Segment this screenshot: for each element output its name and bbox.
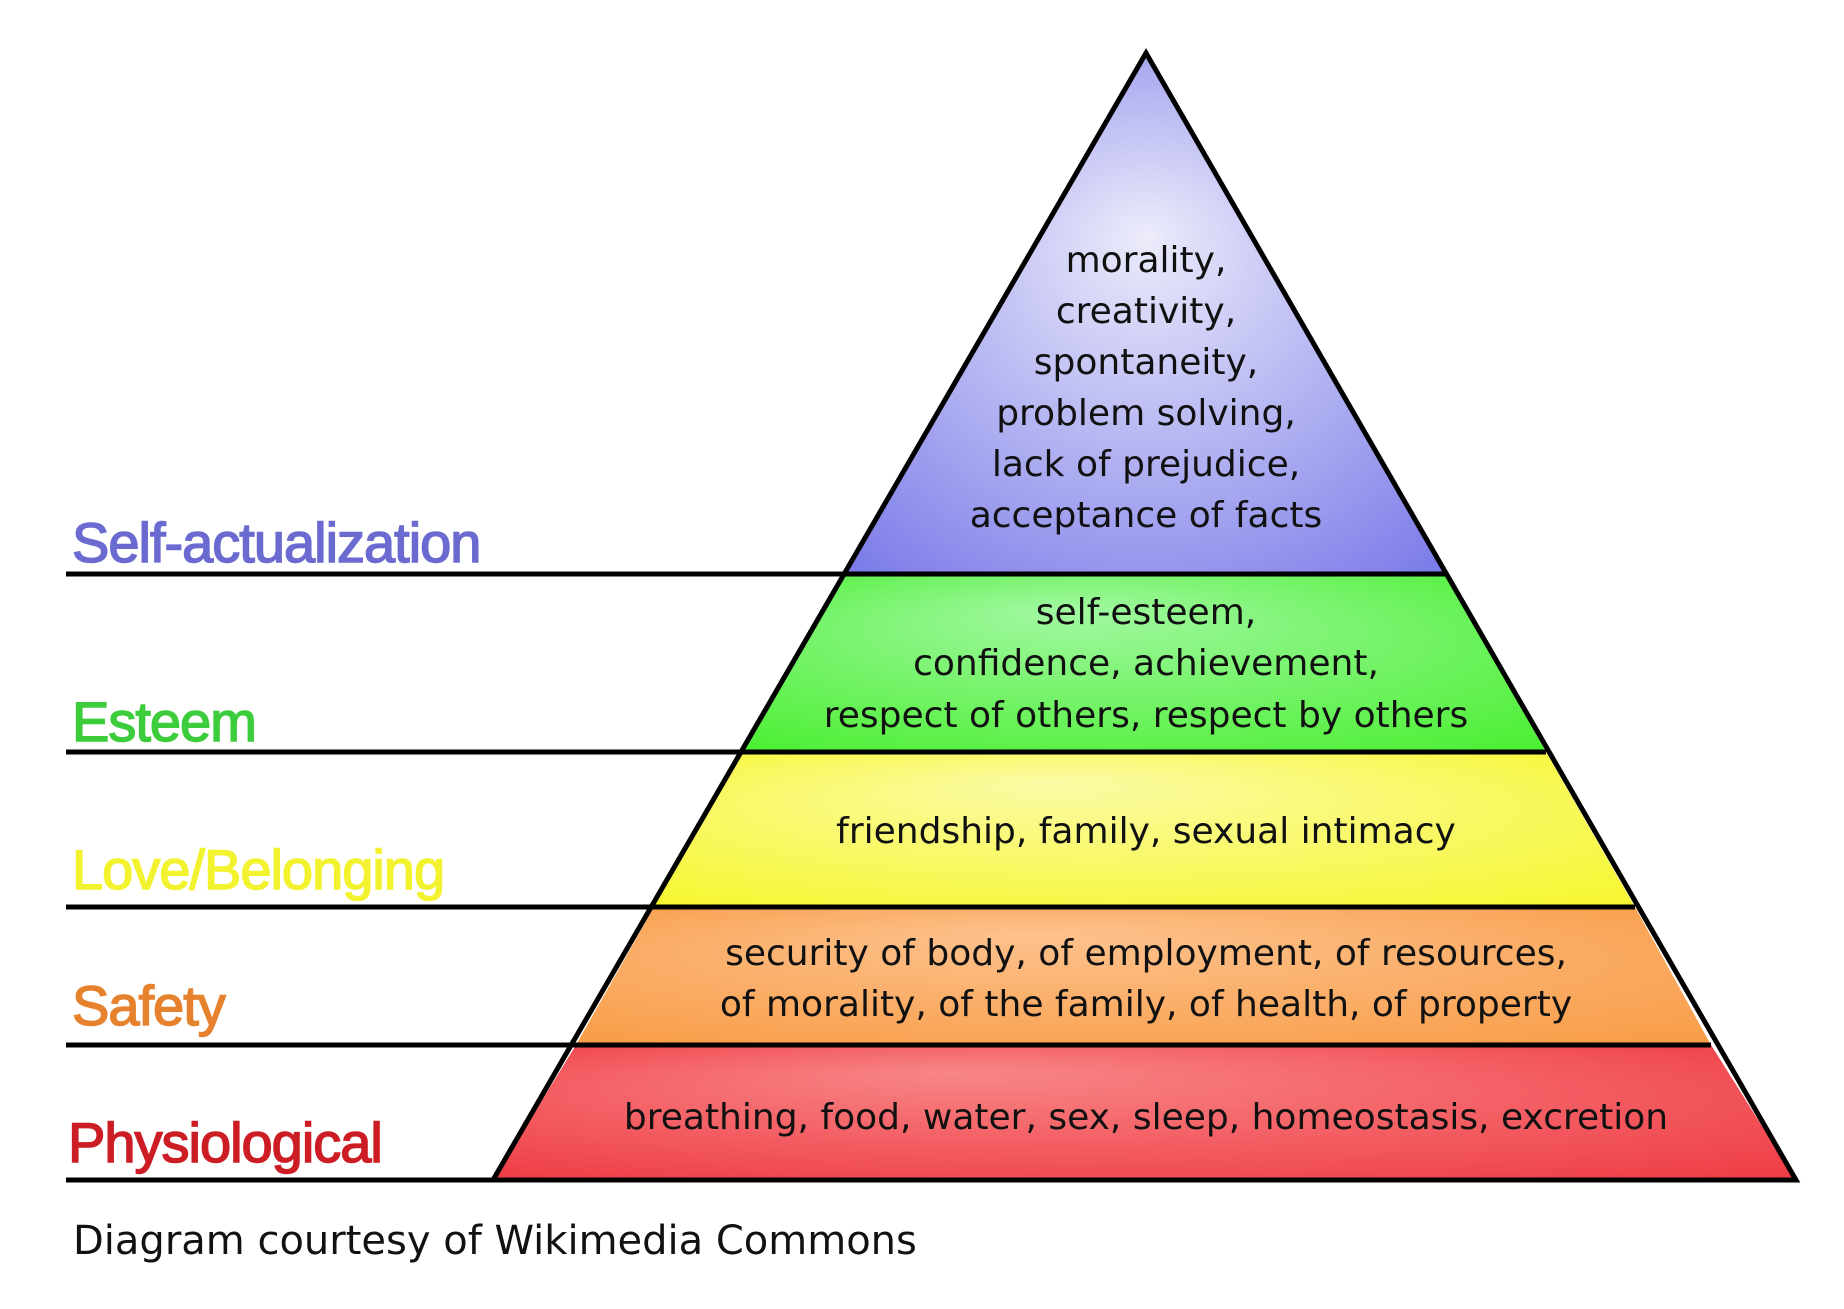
desc-line: security of body, of employment, of reso… [725, 933, 1567, 974]
desc-line: friendship, family, sexual intimacy [836, 811, 1456, 852]
desc-line: acceptance of facts [970, 495, 1323, 536]
level-label-physiological: Physiological [68, 1111, 382, 1174]
desc-line: respect of others, respect by others [824, 695, 1468, 736]
desc-line: self-esteem, [1036, 592, 1256, 633]
desc-line: morality, [1066, 240, 1227, 281]
desc-esteem: self-esteem, confidence, achievement, re… [824, 592, 1468, 736]
tier-love-belonging [654, 752, 1635, 907]
desc-line: of morality, of the family, of health, o… [720, 984, 1572, 1025]
credit-text: Diagram courtesy of Wikimedia Commons [73, 1218, 917, 1264]
tier-esteem [742, 574, 1546, 752]
desc-physiological: breathing, food, water, sex, sleep, home… [624, 1097, 1668, 1138]
desc-line: confidence, achievement, [913, 643, 1379, 684]
tier-physiological [493, 1045, 1796, 1180]
desc-line: creativity, [1056, 291, 1236, 332]
desc-love-belonging: friendship, family, sexual intimacy [836, 811, 1456, 852]
tier-safety [576, 907, 1711, 1045]
level-label-love-belonging: Love/Belonging [72, 838, 444, 901]
desc-line: lack of prejudice, [992, 444, 1300, 485]
desc-self-actualization: morality, creativity, spontaneity, probl… [970, 240, 1323, 536]
desc-line: breathing, food, water, sex, sleep, home… [624, 1097, 1668, 1138]
desc-line: spontaneity, [1034, 342, 1258, 383]
desc-line: problem solving, [996, 393, 1296, 434]
tier-self-actualization [847, 53, 1445, 574]
desc-safety: security of body, of employment, of reso… [720, 933, 1572, 1025]
pyramid-outline [488, 48, 1801, 1183]
level-label-self-actualization: Self-actualization [72, 511, 480, 574]
level-label-safety: Safety [72, 974, 226, 1037]
level-label-esteem: Esteem [72, 690, 256, 753]
